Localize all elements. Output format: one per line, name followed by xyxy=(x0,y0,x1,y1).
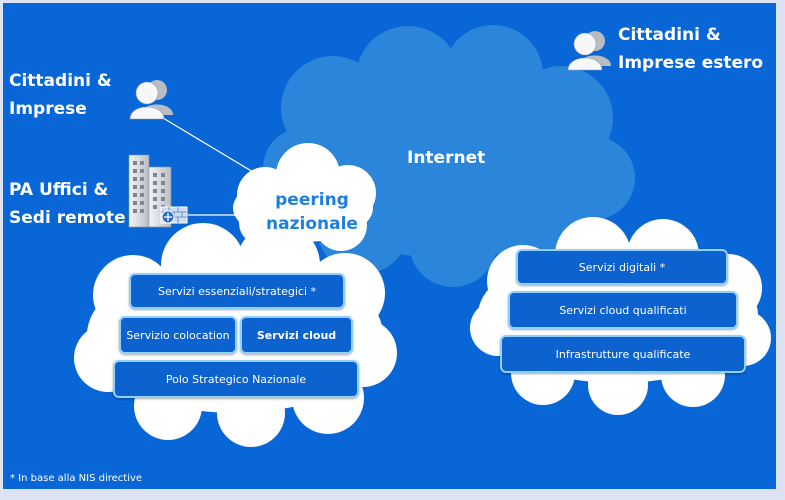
foreign-actors-label: Cittadini & Imprese estero xyxy=(618,21,763,77)
users-icon xyxy=(567,31,611,71)
polo-strategico-box: Polo Strategico Nazionale xyxy=(113,360,359,398)
diagram-canvas: Cittadini & Imprese Cittadini & Imprese … xyxy=(3,3,776,489)
pa-offices-label-line1: PA Uffici & xyxy=(9,180,109,200)
colocation-service-box: Servizio colocation xyxy=(119,316,237,354)
domestic-actors-label-line1: Cittadini & xyxy=(9,71,112,91)
foreign-actors-label-line1: Cittadini & xyxy=(618,25,721,45)
internet-label: Internet xyxy=(407,148,486,168)
digital-services-box: Servizi digitali * xyxy=(516,249,728,285)
peering-label: peering nazionale xyxy=(265,188,359,236)
pa-offices-label: PA Uffici & Sedi remote xyxy=(9,176,126,232)
qualified-cloud-services-box: Servizi cloud qualificati xyxy=(508,291,738,329)
essential-services-box: Servizi essenziali/strategici * xyxy=(129,273,345,309)
office-building-icon xyxy=(128,154,172,228)
peering-label-line1: peering xyxy=(275,190,349,210)
domestic-actors-label-line2: Imprese xyxy=(9,99,87,119)
qualified-infrastructures-box: Infrastrutture qualificate xyxy=(500,335,746,373)
peering-label-line2: nazionale xyxy=(266,214,358,234)
foreign-actors-label-line2: Imprese estero xyxy=(618,53,764,73)
pa-offices-label-line2: Sedi remote xyxy=(9,208,126,228)
users-icon xyxy=(129,80,173,120)
connector-citizens-peering xyxy=(162,117,259,176)
domestic-actors-label: Cittadini & Imprese xyxy=(9,67,112,123)
cloud-services-box: Servizi cloud xyxy=(240,316,353,354)
firewall-icon xyxy=(160,206,188,224)
footnote: * In base alla NIS directive xyxy=(10,473,143,484)
